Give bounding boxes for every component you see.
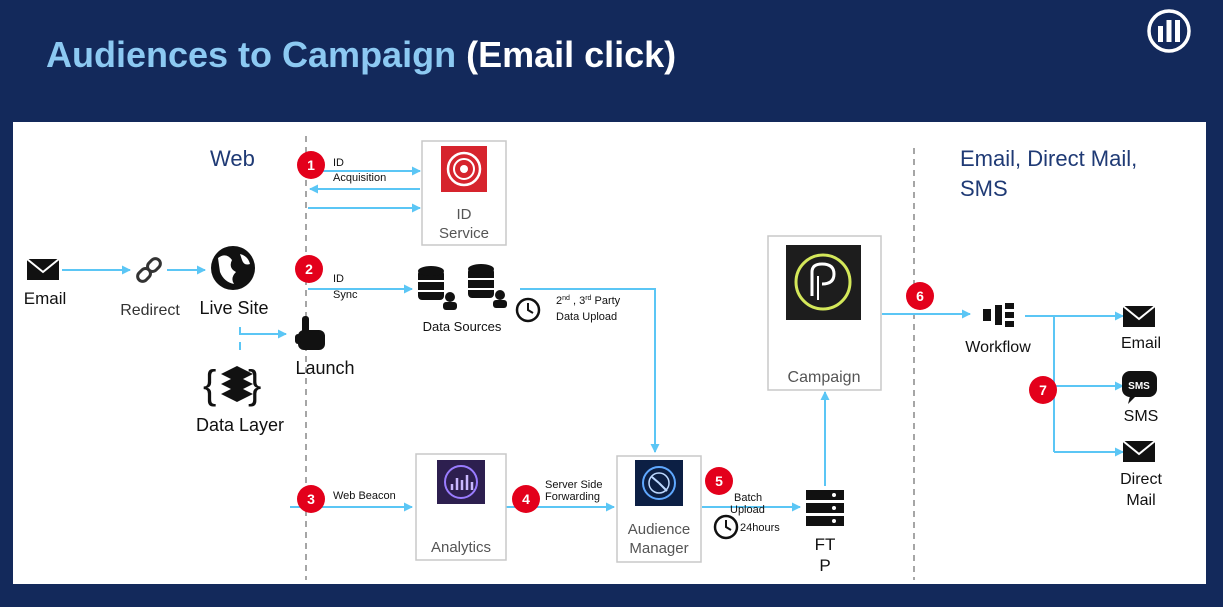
svg-text:3: 3 [307, 491, 315, 507]
launch-label: Launch [295, 358, 354, 378]
audience-manager-label-1: Audience [628, 521, 691, 538]
section-channels-line2: SMS [960, 176, 1008, 201]
web-beacon-label: Web Beacon [333, 490, 396, 502]
id-service-label-1: ID [457, 206, 472, 223]
title-sub: (Email click) [466, 34, 677, 75]
globe-icon [211, 246, 255, 290]
step-badge-6: 6 [906, 282, 934, 310]
title-main: Audiences to Campaign [46, 34, 457, 75]
envelope-icon [1122, 440, 1156, 462]
arrow-datasources-audience [520, 288, 660, 453]
id-acquisition-label-2: Acquisition [333, 172, 386, 184]
svg-text:{: { [203, 363, 216, 407]
clock-icon [713, 514, 739, 540]
id-service-icon [441, 146, 487, 192]
id-service-label-2: Service [439, 225, 489, 242]
layers-braces-icon: { } [203, 363, 261, 407]
section-web: Web [210, 146, 255, 171]
batch-upload-label-2: Upload [730, 504, 765, 516]
section-channels-line1: Email, Direct Mail, [960, 146, 1137, 171]
id-sync-label-2: Sync [333, 289, 358, 301]
envelope-icon [26, 258, 60, 280]
live-site-label: Live Site [199, 298, 268, 318]
step-badge-5: 5 [705, 467, 733, 495]
audience-manager-icon [635, 460, 683, 506]
out-sms-label: SMS [1124, 408, 1159, 425]
hand-pointer-icon [295, 316, 325, 350]
svg-text:6: 6 [916, 288, 924, 304]
svg-text:4: 4 [522, 491, 530, 507]
svg-text:7: 7 [1039, 382, 1047, 398]
campaign-icon [786, 245, 861, 320]
analytics-label: Analytics [431, 539, 491, 556]
svg-text:2: 2 [305, 261, 313, 277]
page-title: Audiences to Campaign (Email click) [46, 34, 676, 76]
arrow-livesite-launch [239, 327, 287, 339]
out-direct-mail-label-1: Direct [1120, 471, 1162, 488]
envelope-icon [1122, 305, 1156, 327]
ftp-label-2: P [819, 556, 830, 575]
analytics-icon [437, 460, 485, 504]
workflow-icon [983, 303, 1014, 327]
step-badge-1: 1 [297, 151, 325, 179]
id-acquisition-label-1: ID [333, 157, 344, 169]
out-email-label: Email [1121, 335, 1161, 352]
server-side-label-1: Server Side [545, 479, 602, 491]
server-side-label-2: Forwarding [545, 491, 600, 503]
link-icon [136, 257, 162, 283]
batch-upload-label-1: Batch [734, 492, 762, 504]
campaign-label: Campaign [788, 369, 861, 386]
audience-manager-label-2: Manager [629, 540, 688, 557]
database-user-icon [418, 264, 507, 310]
email-source-label: Email [24, 289, 67, 308]
svg-text:1: 1 [307, 157, 315, 173]
data-sources-label: Data Sources [423, 319, 502, 334]
party-upload-label-1: 2nd , 3rd Party [556, 295, 621, 307]
id-sync-label-1: ID [333, 273, 344, 285]
step-badge-7: 7 [1029, 376, 1057, 404]
ftp-label-1: FT [815, 535, 836, 554]
schedule-label: 24hours [740, 522, 780, 534]
out-direct-mail-label-2: Mail [1126, 492, 1155, 509]
step-badge-4: 4 [512, 485, 540, 513]
step-badge-2: 2 [295, 255, 323, 283]
svg-text:SMS: SMS [1128, 381, 1150, 392]
sms-bubble-icon: SMS [1122, 371, 1157, 404]
step-badge-3: 3 [297, 485, 325, 513]
redirect-label: Redirect [120, 302, 180, 319]
svg-text:5: 5 [715, 473, 723, 489]
clock-icon [515, 297, 541, 323]
server-rack-icon [806, 490, 844, 526]
workflow-label: Workflow [965, 339, 1031, 356]
data-layer-label: Data Layer [196, 415, 284, 435]
party-upload-label-2: Data Upload [556, 311, 617, 323]
allianz-logo-icon [1147, 9, 1191, 53]
